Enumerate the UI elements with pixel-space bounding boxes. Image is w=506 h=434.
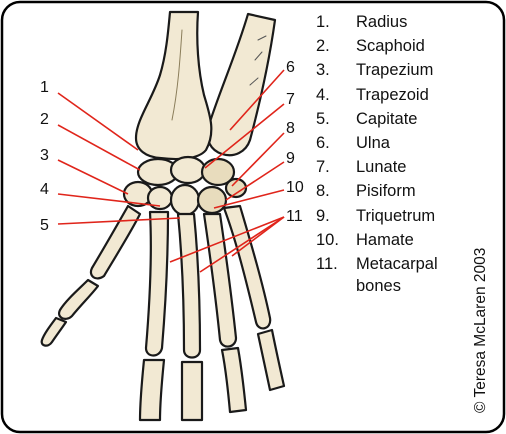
callout-2: 2 xyxy=(40,111,49,128)
legend-number: 2. xyxy=(316,34,344,58)
legend-number: 9. xyxy=(316,204,344,228)
legend-number: 1. xyxy=(316,10,344,34)
legend-name: Ulna xyxy=(356,131,390,155)
index-phalanx xyxy=(140,360,164,420)
legend-name: Radius xyxy=(356,10,407,34)
callout-3: 3 xyxy=(40,147,49,164)
callout-9: 9 xyxy=(286,150,295,167)
legend-name: Trapezium xyxy=(356,58,433,82)
callout-4: 4 xyxy=(40,181,49,198)
legend-number: 8. xyxy=(316,179,344,203)
legend-name: Capitate xyxy=(356,107,417,131)
callout-11: 11 xyxy=(286,208,303,225)
callout-7: 7 xyxy=(286,91,295,108)
legend-name: Triquetrum xyxy=(356,204,435,228)
legend-number: 10. xyxy=(316,228,344,252)
legend-number: 6. xyxy=(316,131,344,155)
legend-name: Metacarpal xyxy=(356,252,438,276)
legend-name: Lunate xyxy=(356,155,406,179)
legend-number: 4. xyxy=(316,83,344,107)
legend-number: 7. xyxy=(316,155,344,179)
callout-5: 5 xyxy=(40,217,49,234)
lunate-bone xyxy=(171,157,205,183)
middle-phalanx xyxy=(182,362,202,420)
callout-6: 6 xyxy=(286,59,295,76)
legend-name: Hamate xyxy=(356,228,414,252)
legend-name-continued: bones xyxy=(356,274,401,298)
legend-name: Scaphoid xyxy=(356,34,425,58)
legend-name: Trapezoid xyxy=(356,83,429,107)
capitate-bone xyxy=(171,185,199,215)
legend-name: Pisiform xyxy=(356,179,416,203)
legend-number: 11. xyxy=(316,252,344,276)
legend-number: 3. xyxy=(316,58,344,82)
copyright-credit: © Teresa McLaren 2003 xyxy=(472,248,490,413)
callout-1: 1 xyxy=(40,79,49,96)
callout-10: 10 xyxy=(286,179,304,196)
legend-number: 5. xyxy=(316,107,344,131)
callout-8: 8 xyxy=(286,120,295,137)
hamate-bone xyxy=(198,187,226,213)
